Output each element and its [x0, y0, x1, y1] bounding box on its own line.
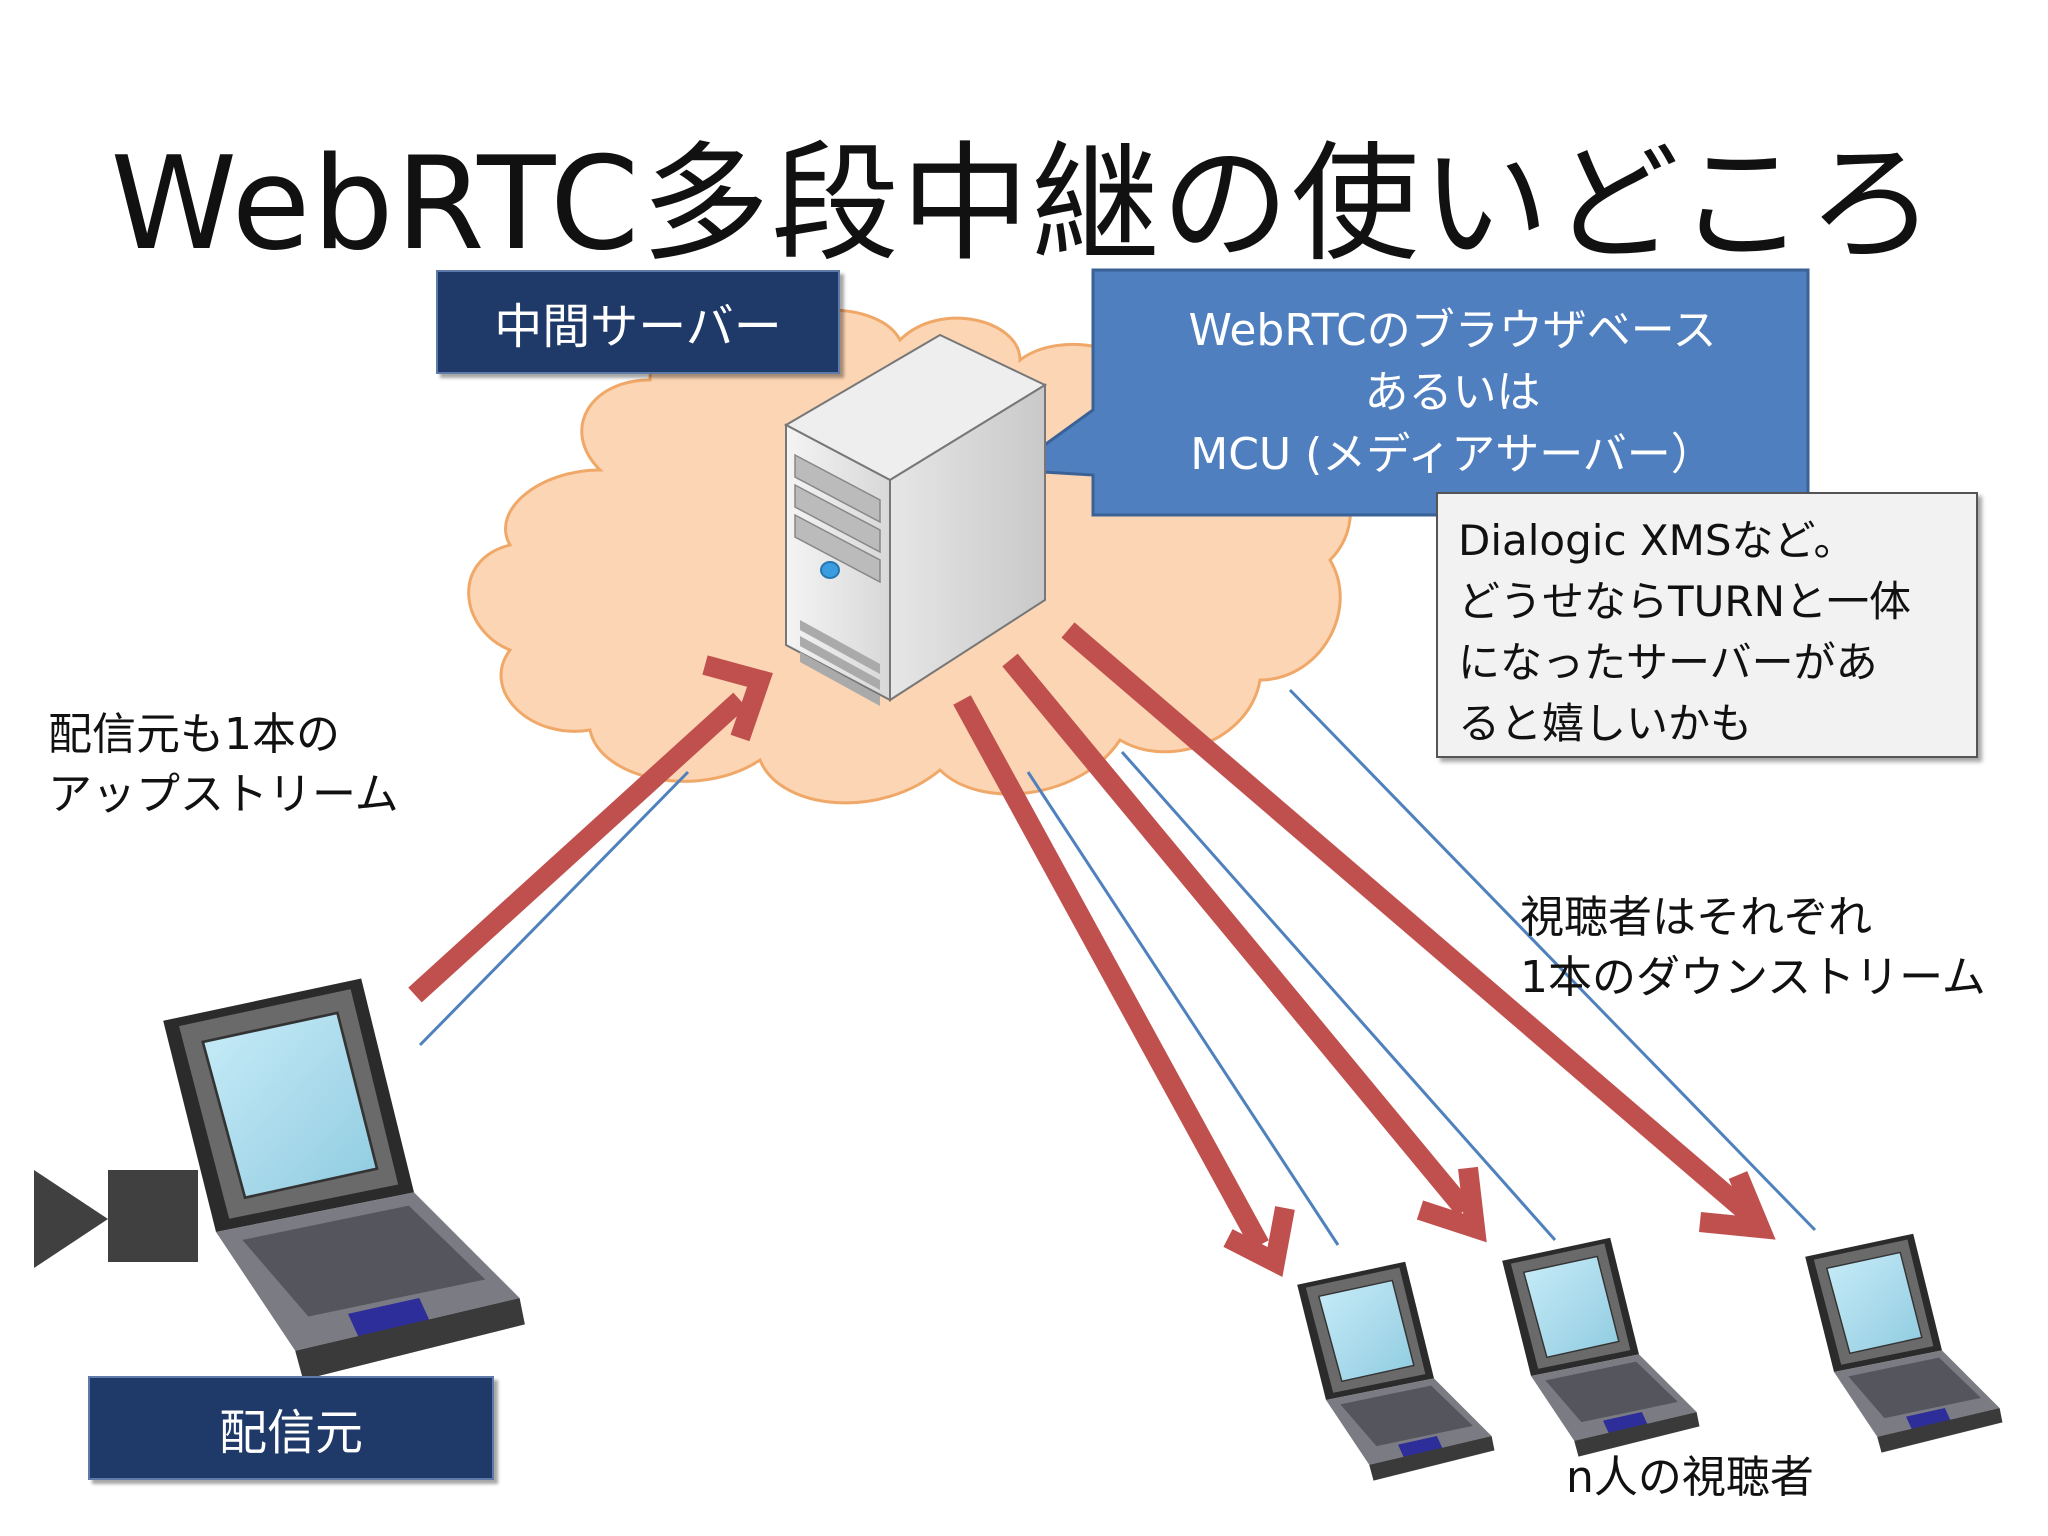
page-title: WebRTC多段中継の使いどころ — [110, 130, 1938, 279]
downstream-arrow-3 — [1061, 622, 1776, 1240]
laptop-icon — [161, 977, 527, 1382]
laptop-icon — [1296, 1261, 1496, 1482]
note-box: Dialogic XMSなど。 どうせならTURNと一体 になったサーバーがあ … — [1436, 492, 1978, 758]
note-line: ると嬉しいかも — [1458, 699, 1753, 748]
viewers-label: n人の視聴者 — [1566, 1452, 1814, 1503]
note-line: Dialogic XMSなど。 — [1458, 516, 1856, 565]
server-icon — [783, 333, 1048, 706]
callout-bubble — [1005, 268, 1810, 517]
downstream-arrow-2 — [1002, 653, 1487, 1243]
laptop-icon — [1501, 1237, 1701, 1458]
downstream-line-2 — [1120, 751, 1557, 1241]
downstream-line-1 — [1026, 771, 1340, 1246]
callout-line: あるいは — [1364, 367, 1541, 418]
upstream-arrow — [408, 655, 773, 1003]
laptop-icon — [1804, 1233, 2004, 1454]
downstream-line-3 — [1288, 688, 1817, 1232]
upstream-line — [418, 770, 690, 1047]
downstream-arrow-1 — [953, 695, 1295, 1278]
callout-line: MCU (メディアサーバー） — [1190, 429, 1715, 480]
note-line: どうせならTURNと一体 — [1458, 577, 1911, 626]
caption-line: アップストリーム — [48, 769, 399, 820]
caption-line: 配信元も1本の — [48, 709, 340, 760]
source-label: 配信元 — [88, 1376, 494, 1480]
downstream-caption: 視聴者はそれぞれ 1本のダウンストリーム — [1520, 888, 1986, 1008]
callout-line: WebRTCのブラウザベース — [1188, 305, 1717, 356]
callout-text: WebRTCのブラウザベース あるいは MCU (メディアサーバー） — [1095, 300, 1810, 486]
upstream-caption: 配信元も1本の アップストリーム — [48, 705, 399, 825]
caption-line: 1本のダウンストリーム — [1520, 952, 1986, 1003]
video-camera-icon — [34, 1170, 198, 1268]
caption-line: 視聴者はそれぞれ — [1520, 892, 1872, 943]
server-label: 中間サーバー — [436, 270, 840, 374]
note-line: になったサーバーがあ — [1458, 638, 1878, 687]
